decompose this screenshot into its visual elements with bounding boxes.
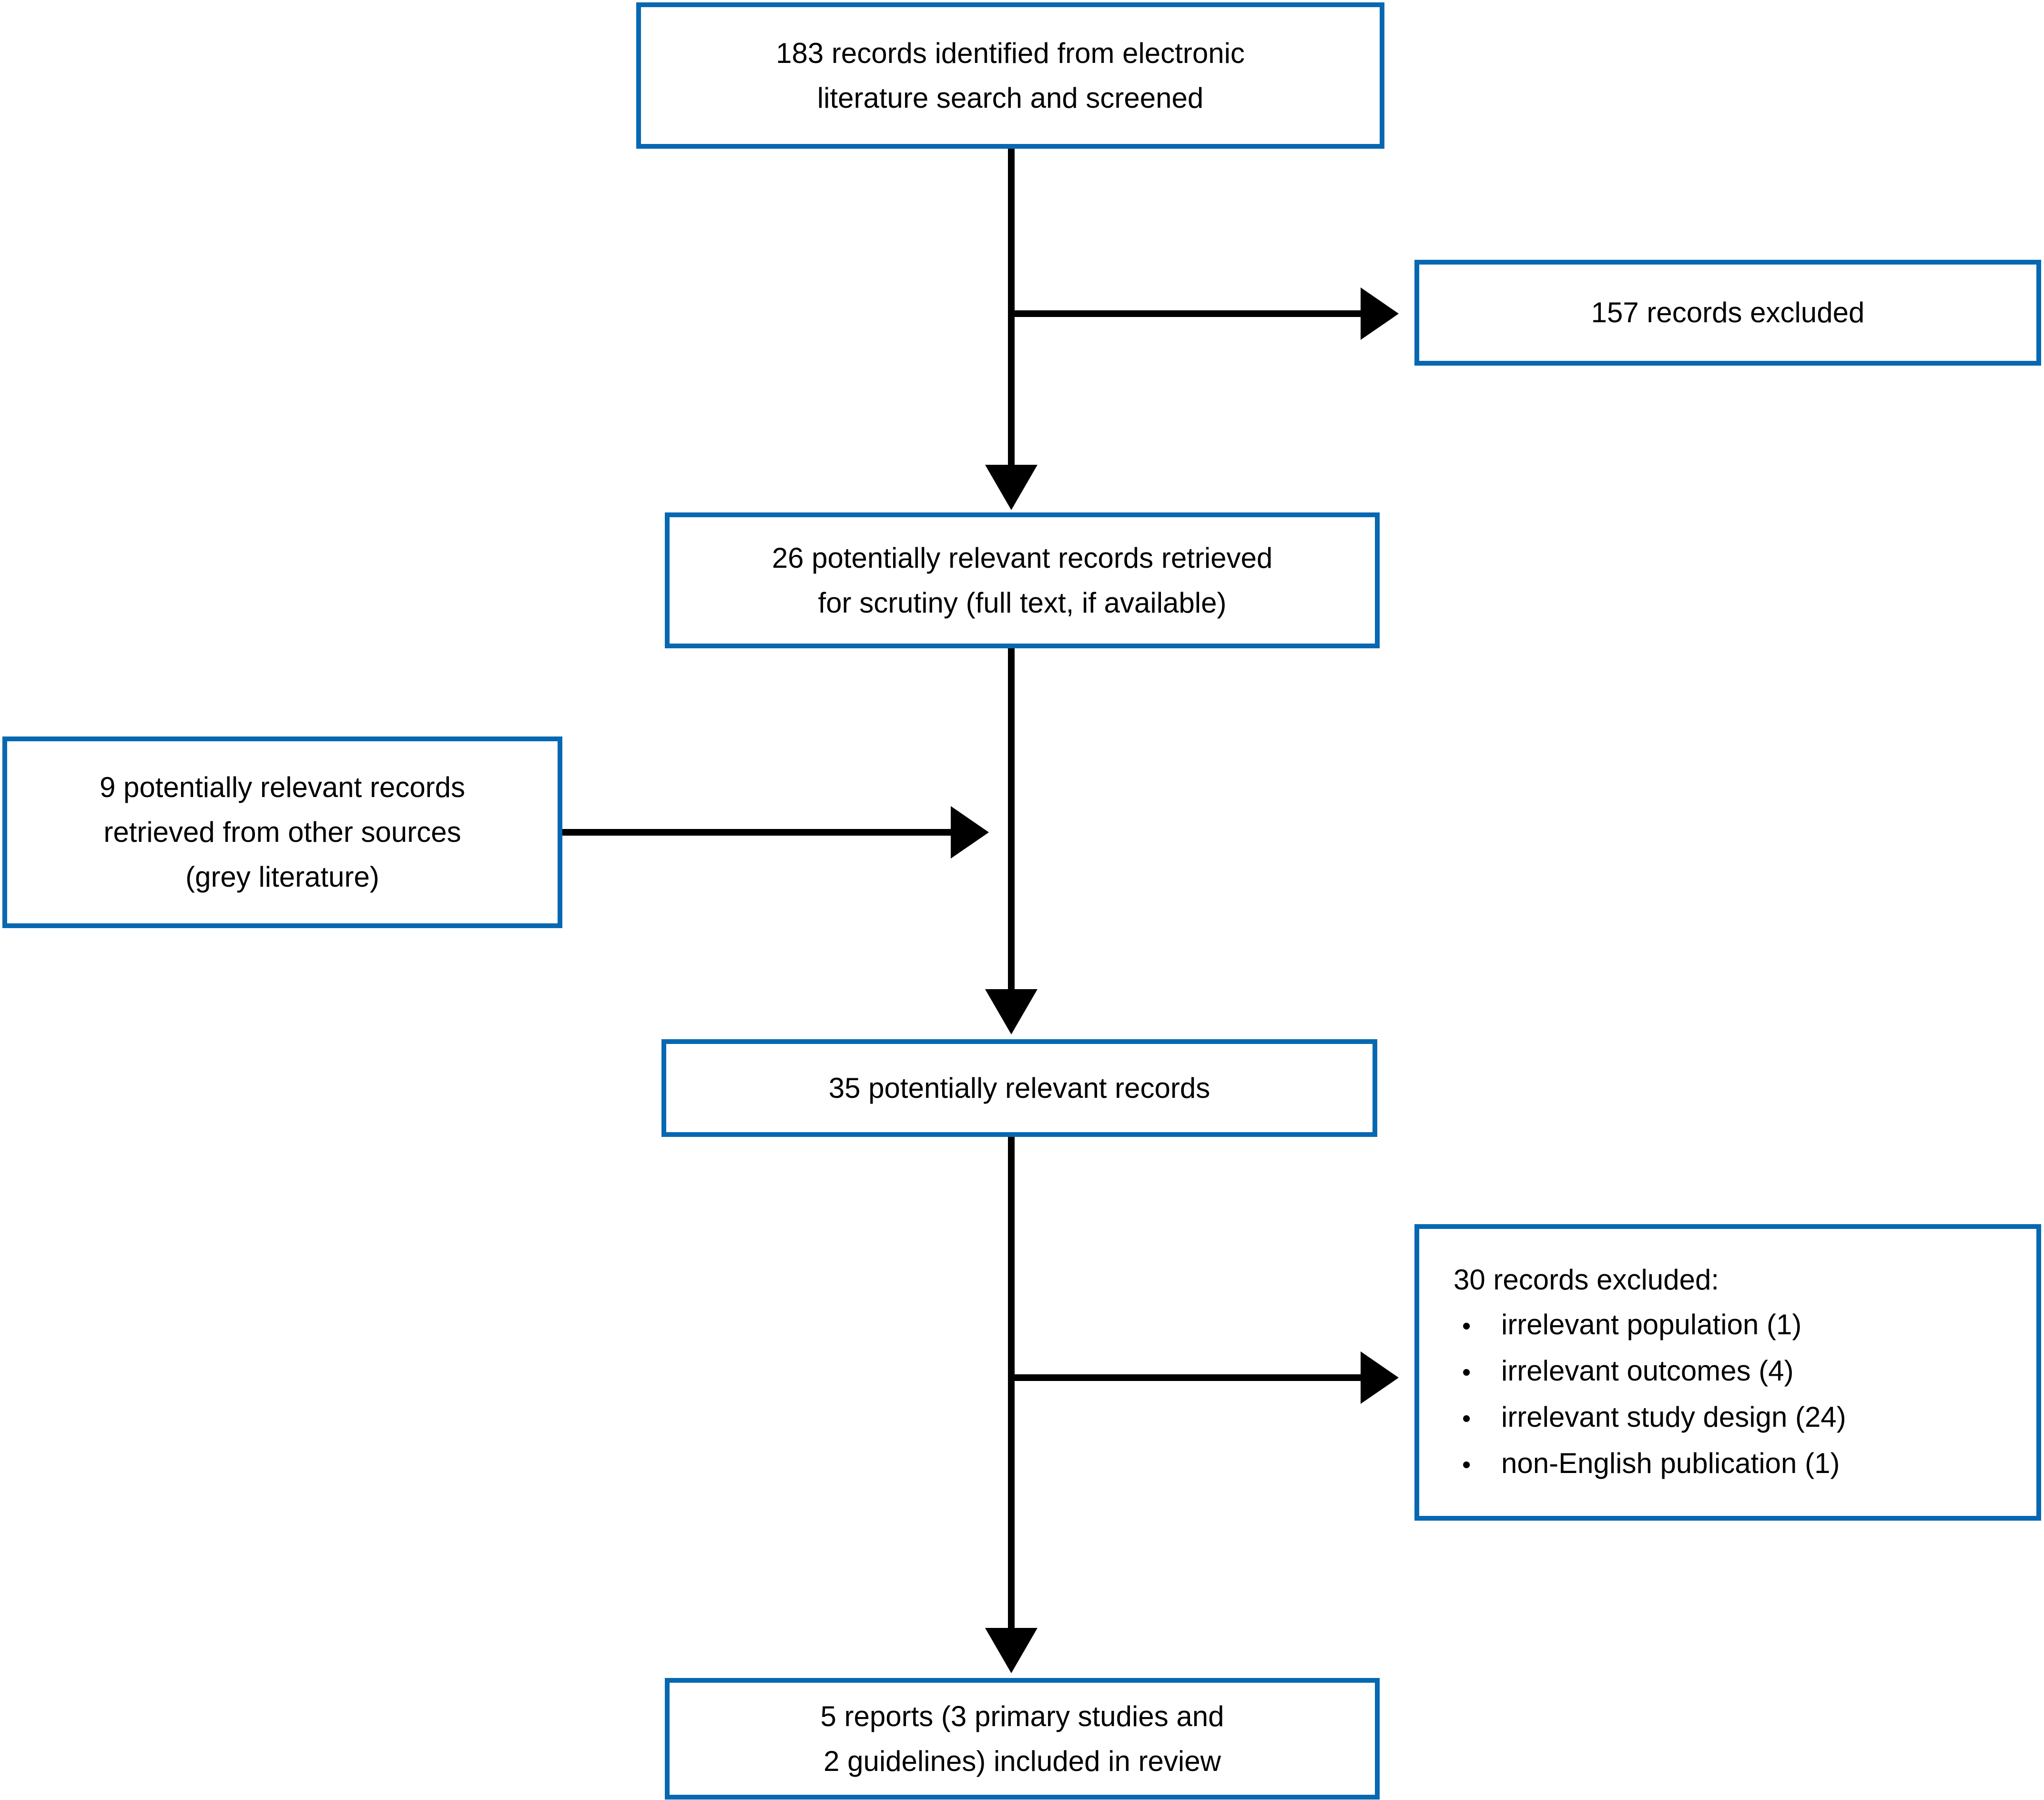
- bullet-text: irrelevant study design (24): [1501, 1401, 1846, 1433]
- box-text-line: 26 potentially relevant records retrieve…: [772, 542, 1273, 574]
- box-text-line: 157 records excluded: [1591, 297, 1865, 328]
- arrow-other-sources-shaft: [562, 829, 951, 836]
- arrow-retrieved-to-combined-shaft: [1008, 648, 1015, 989]
- bullet-icon: •: [1462, 1405, 1471, 1432]
- box-text-line: 35 potentially relevant records: [828, 1072, 1210, 1104]
- box-excluded-initial: 157 records excluded: [1414, 260, 2041, 366]
- bullet-text: non-English publication (1): [1501, 1447, 1840, 1479]
- box-text-line: literature search and screened: [817, 82, 1204, 114]
- box-text-line: 2 guidelines) included in review: [824, 1745, 1221, 1777]
- excluded-bullet-item: • irrelevant study design (24): [1454, 1395, 1846, 1441]
- arrow-retrieved-to-combined-head: [985, 989, 1037, 1034]
- excluded-bullet-item: • irrelevant population (1): [1454, 1302, 1801, 1349]
- box-text-line: for scrutiny (full text, if available): [818, 586, 1227, 619]
- arrow-to-excluded-initial-shaft: [1011, 310, 1361, 317]
- bullet-text: irrelevant population (1): [1501, 1309, 1802, 1340]
- box-text-line: 183 records identified from electronic: [776, 37, 1245, 69]
- box-text-line: 9 potentially relevant records: [99, 771, 466, 803]
- box-retrieved-for-scrutiny: 26 potentially relevant records retrieve…: [665, 512, 1380, 648]
- bullet-icon: •: [1462, 1312, 1471, 1340]
- arrow-to-excluded-initial-head: [1361, 287, 1399, 340]
- bullet-text: irrelevant outcomes (4): [1501, 1355, 1794, 1387]
- bullet-icon: •: [1462, 1359, 1471, 1386]
- excluded-title: 30 records excluded:: [1454, 1264, 1719, 1296]
- excluded-bullet-item: • non-English publication (1): [1454, 1441, 1840, 1487]
- box-included-in-review: 5 reports (3 primary studies and 2 guide…: [665, 1678, 1380, 1800]
- box-text-line: retrieved from other sources: [103, 816, 461, 848]
- arrow-other-sources-head: [951, 806, 989, 859]
- arrow-identified-to-retrieved-shaft: [1008, 149, 1015, 465]
- arrow-to-excluded-fulltext-head: [1361, 1351, 1399, 1404]
- arrow-to-excluded-fulltext-shaft: [1011, 1374, 1361, 1381]
- arrow-combined-to-included-head: [985, 1628, 1037, 1673]
- box-records-identified: 183 records identified from electronic l…: [636, 2, 1384, 149]
- box-text-line: 5 reports (3 primary studies and: [820, 1700, 1224, 1732]
- box-excluded-fulltext: 30 records excluded: • irrelevant populat…: [1414, 1224, 2041, 1521]
- box-combined-records: 35 potentially relevant records: [661, 1039, 1377, 1137]
- arrow-combined-to-included-shaft: [1008, 1137, 1015, 1628]
- box-other-sources: 9 potentially relevant records retrieved…: [2, 736, 562, 928]
- box-text-line: (grey literature): [185, 861, 379, 893]
- excluded-bullet-item: • irrelevant outcomes (4): [1454, 1349, 1794, 1395]
- arrow-identified-to-retrieved-head: [985, 465, 1037, 510]
- bullet-icon: •: [1462, 1451, 1471, 1479]
